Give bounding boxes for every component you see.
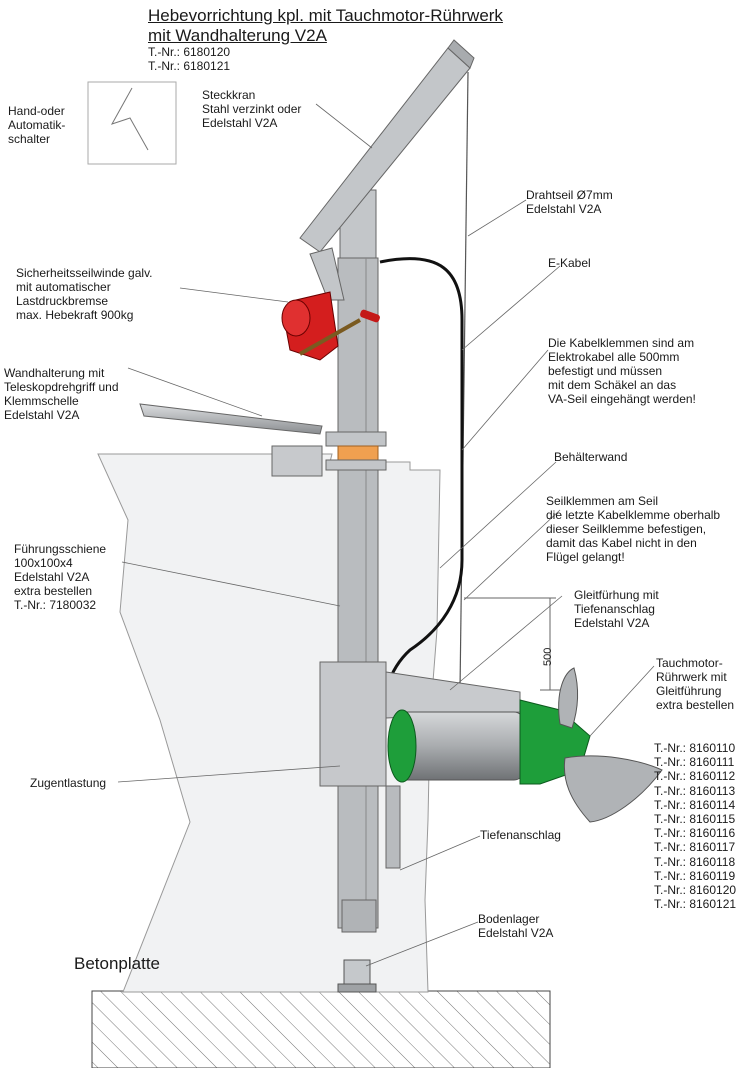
label-betonplatte: Betonplatte: [74, 954, 161, 973]
lightning-icon: [110, 87, 149, 151]
guide-rail-lower: [341, 899, 377, 933]
dimension-500: 500: [542, 647, 554, 666]
slide-guide-plate: [319, 661, 387, 787]
label-winde: Sicherheitsseilwinde galv.mit automatisc…: [16, 266, 153, 322]
part-number-2: T.-Nr.: 6180121: [148, 59, 231, 73]
propeller-lower: [563, 755, 663, 823]
crane-arm: [299, 47, 471, 253]
clamp-collar: [325, 431, 387, 447]
switch-box: [87, 81, 177, 165]
title-line-2: mit Wandhalterung V2A: [148, 26, 327, 45]
label-ekabel: E-Kabel: [548, 256, 591, 270]
title-line-1: Hebevorrichtung kpl. mit Tauchmotor-Rühr…: [148, 6, 503, 25]
propeller-upper: [558, 667, 579, 729]
motor-cap: [387, 709, 417, 783]
wire-rope: [459, 71, 469, 691]
label-zugentlastung: Zugentlastung: [30, 776, 107, 790]
part-number-1: T.-Nr.: 6180120: [148, 45, 231, 59]
winch-knob: [360, 309, 380, 323]
bearing-orange: [337, 445, 379, 461]
wall-bracket-plate: [271, 445, 323, 477]
telescope-arm: [139, 403, 323, 435]
depth-stop: [385, 785, 401, 869]
label-tiefenanschlag: Tiefenanschlag: [480, 828, 561, 842]
label-behaelterwand: Behälterwand: [554, 450, 628, 464]
guide-rail: [337, 257, 379, 929]
tank-wall: [97, 453, 441, 993]
leader-lines: [117, 103, 655, 967]
winch-handle: [299, 318, 361, 356]
crane-arm-strut: [309, 247, 345, 301]
concrete-slab: [91, 990, 551, 1068]
